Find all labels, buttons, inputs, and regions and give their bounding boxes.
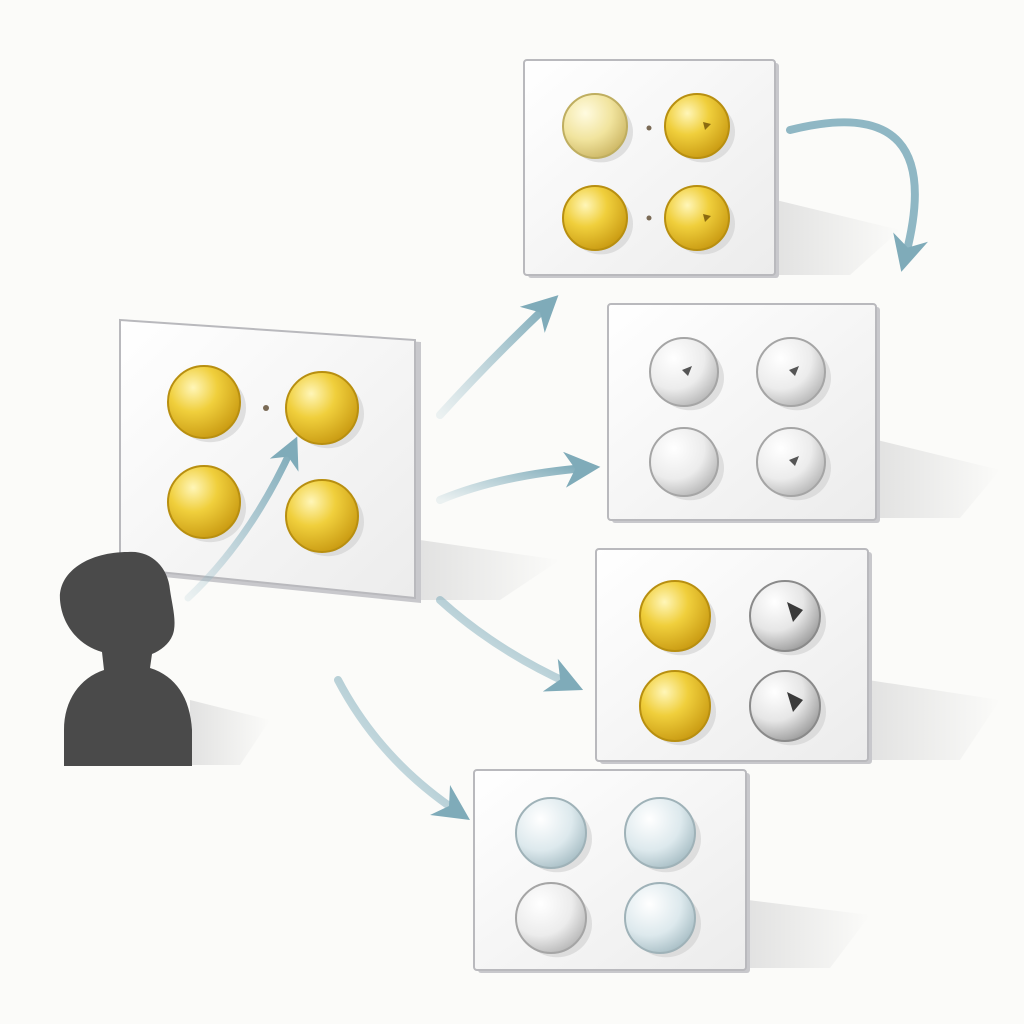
button-mark [789,366,799,376]
button-mark [703,214,711,222]
panel-shadows [190,200,1000,968]
center-dot [646,215,652,221]
panel-button[interactable] [167,365,246,443]
button-yellow[interactable] [639,670,711,742]
arrow-to-variant-top [436,295,559,419]
panel-button[interactable] [639,580,716,656]
panel-button[interactable] [624,882,701,958]
variant-panel-ice [473,769,750,973]
arrows [184,118,928,820]
arrow-to-variant-mixed [436,596,584,692]
center-dot [263,405,269,411]
panel-button[interactable] [285,479,364,557]
panel-button[interactable] [562,185,633,255]
panel-button[interactable] [624,797,701,873]
button-white[interactable] [515,882,587,954]
button-mark [703,122,711,130]
panel-button[interactable] [562,93,633,163]
arrow-to-variant-white [436,451,601,504]
panel-button[interactable] [664,93,735,163]
button-yellow[interactable] [664,93,730,159]
button-yellow[interactable] [167,465,241,539]
button-yellow[interactable] [639,580,711,652]
button-yellow[interactable] [167,365,241,439]
variant-panel-top [523,59,779,278]
panel-button[interactable] [749,670,826,746]
panel-button[interactable] [664,185,735,255]
variant-panel-mixed [595,548,872,764]
button-pale-yellow[interactable] [562,93,628,159]
panel-button[interactable] [649,337,724,411]
button-mark [787,692,803,712]
arrow-loop-top-to-white [786,118,928,272]
arrow-to-variant-ice [334,676,470,820]
panel-button[interactable] [749,580,826,656]
panel-button[interactable] [167,465,246,543]
button-dark-marked[interactable] [749,670,821,742]
panel-button[interactable] [756,427,831,501]
center-dot [646,125,652,131]
variant-panel-white [607,303,880,523]
panel-button[interactable] [649,427,724,501]
button-yellow[interactable] [664,185,730,251]
button-ice[interactable] [624,882,696,954]
button-ice[interactable] [515,797,587,869]
arrow-person-to-panel [184,436,299,602]
button-yellow[interactable] [562,185,628,251]
panel-button[interactable] [515,797,592,873]
button-dark-marked[interactable] [749,580,821,652]
person-silhouette-icon [59,551,193,766]
panel-button[interactable] [756,337,831,411]
panel-button[interactable] [515,882,592,958]
button-mark [789,456,799,466]
panel-button[interactable] [639,670,716,746]
source-panel [119,318,421,603]
button-white[interactable] [649,427,719,497]
button-yellow[interactable] [285,479,359,553]
button-yellow[interactable] [285,371,359,445]
button-mark [787,602,803,622]
button-ice[interactable] [624,797,696,869]
button-mark [682,366,692,376]
panel-button[interactable] [285,371,364,449]
